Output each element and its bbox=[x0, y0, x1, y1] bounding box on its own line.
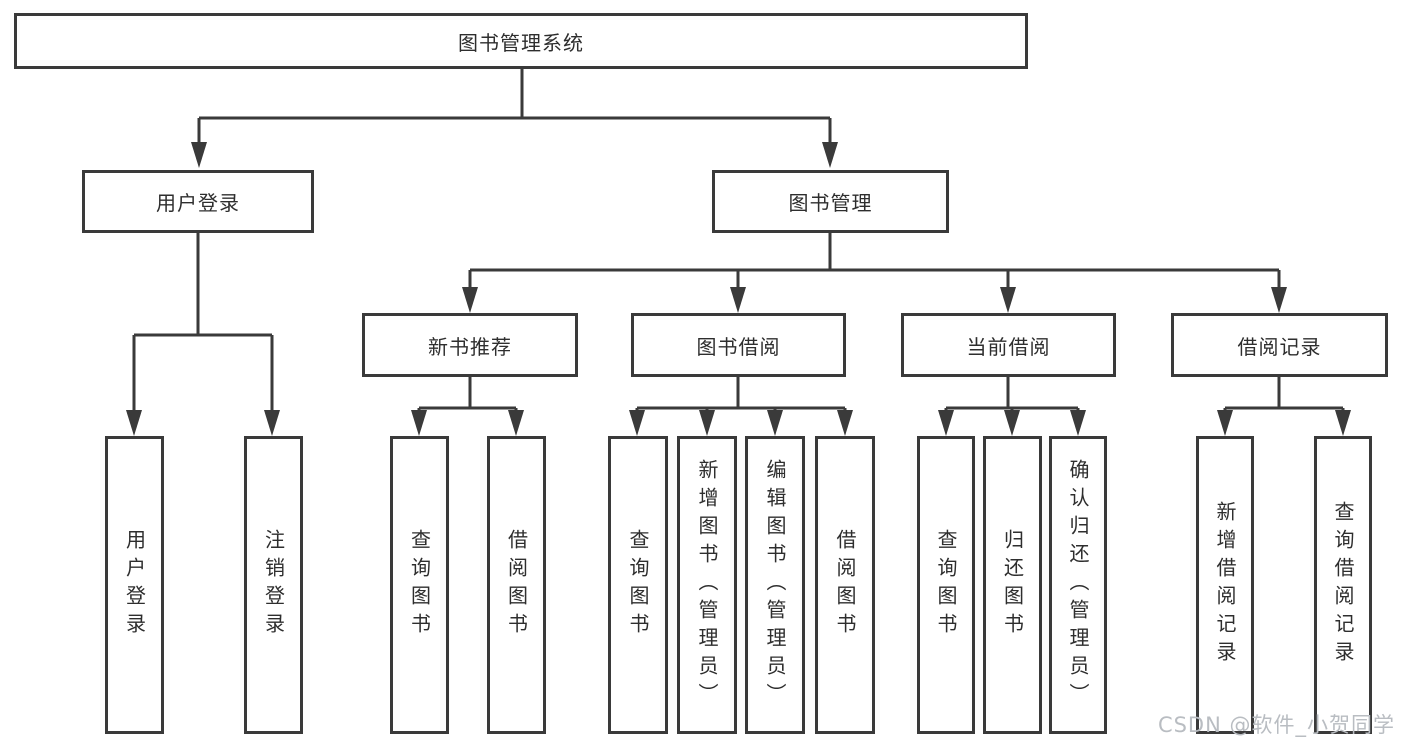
node-cb-query-books-label: 查询图书 bbox=[934, 529, 958, 641]
node-bb-query-books-label: 查询图书 bbox=[626, 529, 650, 641]
node-cb-confirm-return-admin: 确认归还（管理员） bbox=[1049, 436, 1107, 734]
node-user-login-label: 用户登录 bbox=[156, 191, 240, 215]
node-cb-confirm-return-admin-label: 确认归还（管理员） bbox=[1066, 459, 1090, 711]
node-br-query-record-label: 查询借阅记录 bbox=[1331, 501, 1355, 669]
node-root-label: 图书管理系统 bbox=[458, 30, 584, 55]
node-bb-add-book-admin: 新增图书（管理员） bbox=[677, 436, 737, 734]
node-user-login: 用户登录 bbox=[82, 170, 314, 233]
node-bb-edit-book-admin: 编辑图书（管理员） bbox=[745, 436, 805, 734]
node-book-borrowing: 图书借阅 bbox=[631, 313, 846, 377]
node-current-borrowing-label: 当前借阅 bbox=[966, 334, 1051, 359]
node-bb-query-books: 查询图书 bbox=[608, 436, 668, 734]
node-cb-query-books: 查询图书 bbox=[917, 436, 975, 734]
node-borrowing-records-label: 借阅记录 bbox=[1237, 334, 1322, 359]
node-br-query-record: 查询借阅记录 bbox=[1314, 436, 1372, 734]
node-bb-borrow-books-label: 借阅图书 bbox=[833, 529, 857, 641]
node-new-book-recommend: 新书推荐 bbox=[362, 313, 578, 377]
node-book-management-label: 图书管理 bbox=[788, 191, 873, 215]
node-nbr-query-books-label: 查询图书 bbox=[407, 529, 432, 641]
node-current-borrowing: 当前借阅 bbox=[901, 313, 1116, 377]
node-logout-label: 注销登录 bbox=[261, 529, 286, 641]
node-root: 图书管理系统 bbox=[14, 13, 1028, 69]
node-bb-add-book-admin-label: 新增图书（管理员） bbox=[695, 459, 719, 711]
node-br-add-record-label: 新增借阅记录 bbox=[1213, 501, 1237, 669]
node-new-book-recommend-label: 新书推荐 bbox=[428, 334, 512, 359]
node-cb-return-books-label: 归还图书 bbox=[1000, 529, 1025, 641]
node-cb-return-books: 归还图书 bbox=[983, 436, 1042, 734]
node-br-add-record: 新增借阅记录 bbox=[1196, 436, 1254, 734]
node-bb-borrow-books: 借阅图书 bbox=[815, 436, 875, 734]
node-nbr-query-books: 查询图书 bbox=[390, 436, 449, 734]
node-logout: 注销登录 bbox=[244, 436, 303, 734]
node-book-management: 图书管理 bbox=[712, 170, 949, 233]
csdn-watermark: CSDN @软件_小贺同学 bbox=[1157, 713, 1395, 737]
node-bb-edit-book-admin-label: 编辑图书（管理员） bbox=[763, 459, 787, 711]
node-borrowing-records: 借阅记录 bbox=[1171, 313, 1388, 377]
node-book-borrowing-label: 图书借阅 bbox=[696, 334, 781, 359]
node-nbr-borrow-books: 借阅图书 bbox=[487, 436, 546, 734]
node-login: 用户登录 bbox=[105, 436, 164, 734]
node-nbr-borrow-books-label: 借阅图书 bbox=[504, 529, 529, 641]
node-login-label: 用户登录 bbox=[122, 529, 147, 641]
